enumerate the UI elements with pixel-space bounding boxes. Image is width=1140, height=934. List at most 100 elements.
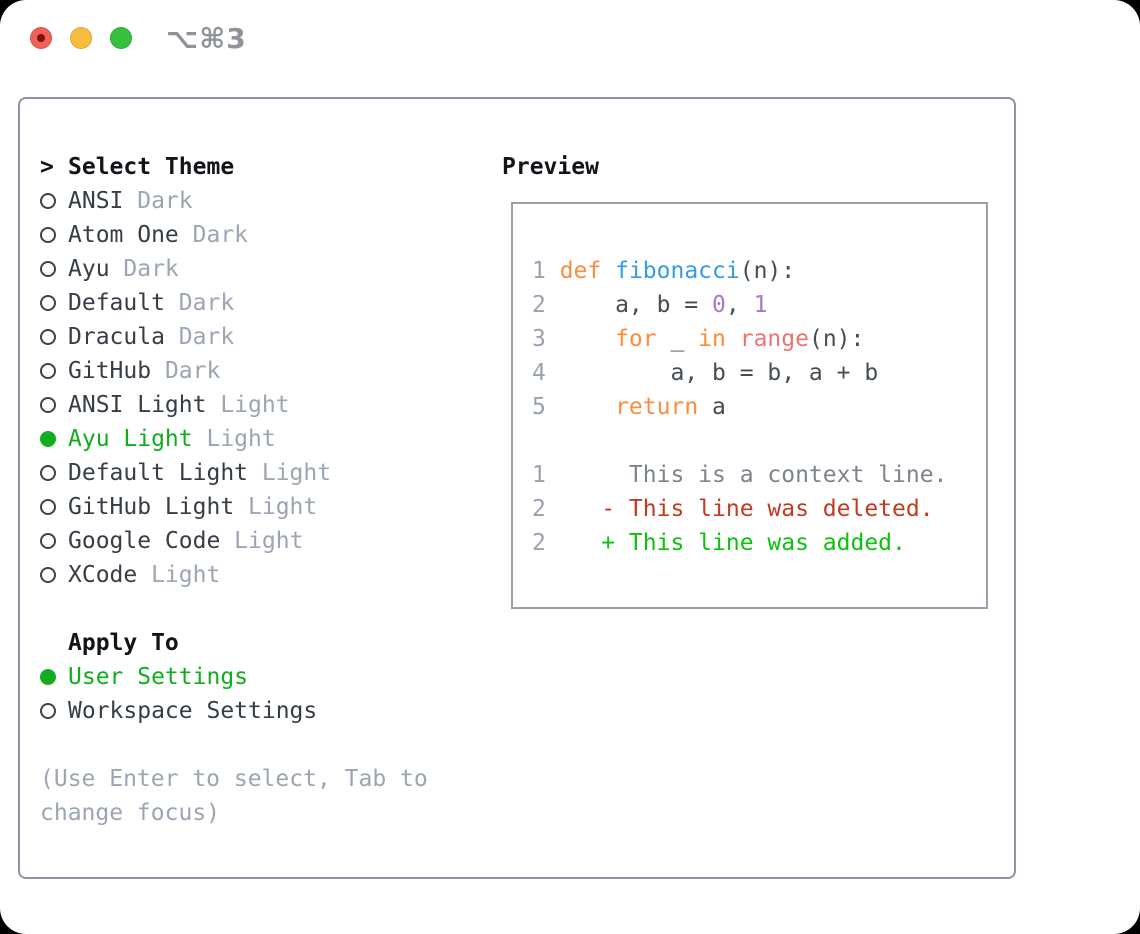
theme-variant: Light bbox=[137, 562, 221, 588]
code-segment-function: fibonacci bbox=[615, 258, 740, 284]
theme-variant: Light bbox=[206, 392, 290, 418]
row-marker bbox=[40, 669, 68, 685]
row-marker bbox=[40, 533, 68, 549]
apply-to-name: User Settings bbox=[68, 664, 249, 690]
theme-option-dracula[interactable]: Dracula Dark bbox=[40, 320, 428, 354]
minimize-button[interactable] bbox=[70, 27, 92, 49]
theme-variant: Light bbox=[234, 494, 318, 520]
line-number: 2 bbox=[532, 530, 546, 556]
theme-name: ANSI bbox=[68, 188, 124, 214]
row-marker bbox=[40, 295, 68, 311]
row-marker bbox=[40, 499, 68, 515]
line-number: 1 bbox=[532, 258, 546, 284]
code-segment-number: 0 bbox=[712, 292, 726, 318]
row-marker bbox=[40, 397, 68, 413]
row-marker bbox=[40, 329, 68, 345]
code-segment-code: , bbox=[725, 292, 754, 318]
theme-name: Dracula bbox=[68, 324, 165, 350]
focus-chevron-icon: > bbox=[40, 154, 54, 180]
theme-option-default-light[interactable]: Default Light Light bbox=[40, 456, 428, 490]
radio-icon bbox=[40, 227, 56, 243]
code-segment-code bbox=[560, 394, 615, 420]
theme-name: Ayu bbox=[68, 256, 110, 282]
hint-text: change focus) bbox=[40, 800, 221, 826]
theme-option-ansi-light[interactable]: ANSI Light Light bbox=[40, 388, 428, 422]
radio-icon bbox=[40, 567, 56, 583]
code-segment-code: (n): bbox=[808, 326, 865, 352]
theme-option-google-code[interactable]: Google Code Light bbox=[40, 524, 428, 558]
code-line: 1 def fibonacci(n): bbox=[532, 254, 947, 288]
row-marker bbox=[40, 363, 68, 379]
preview-title: Preview bbox=[502, 154, 599, 180]
radio-icon bbox=[40, 397, 56, 413]
spacer-row bbox=[40, 728, 428, 762]
code-segment-code bbox=[726, 326, 740, 352]
code-line: 1 This is a context line. bbox=[532, 458, 947, 492]
maximize-button[interactable] bbox=[110, 27, 132, 49]
code-segment-code: _ bbox=[656, 326, 699, 352]
theme-option-atom-one[interactable]: Atom One Dark bbox=[40, 218, 428, 252]
theme-name: GitHub bbox=[68, 358, 152, 384]
theme-variant: Dark bbox=[164, 324, 235, 350]
radio-icon bbox=[40, 329, 56, 345]
code-line: 2 - This line was deleted. bbox=[532, 492, 947, 526]
code-segment-keyword: def bbox=[559, 258, 602, 284]
row-marker bbox=[40, 431, 68, 447]
code-segment-added: + This line was added. bbox=[559, 530, 906, 556]
theme-name: Atom One bbox=[68, 222, 179, 248]
theme-name: XCode bbox=[68, 562, 138, 588]
radio-icon bbox=[40, 261, 56, 277]
hint-text: (Use Enter to select, Tab to bbox=[40, 766, 428, 792]
theme-option-ansi[interactable]: ANSI Dark bbox=[40, 184, 428, 218]
theme-option-github-light[interactable]: GitHub Light Light bbox=[40, 490, 428, 524]
row-marker bbox=[40, 227, 68, 243]
hint-text-line: change focus) bbox=[40, 796, 428, 830]
radio-icon bbox=[40, 363, 56, 379]
radio-icon bbox=[40, 295, 56, 311]
code-line: 4 a, b = b, a + b bbox=[532, 356, 947, 390]
code-segment-number: 1 bbox=[753, 292, 768, 318]
code-segment-keyword: in bbox=[698, 326, 726, 352]
theme-name: GitHub Light bbox=[68, 494, 235, 520]
theme-option-ayu[interactable]: Ayu Dark bbox=[40, 252, 428, 286]
theme-variant: Dark bbox=[178, 222, 249, 248]
theme-variant: Light bbox=[220, 528, 304, 554]
theme-option-github[interactable]: GitHub Dark bbox=[40, 354, 428, 388]
spacer-row bbox=[40, 592, 428, 626]
line-number: 2 bbox=[532, 496, 546, 522]
radio-selected-icon bbox=[40, 669, 56, 685]
code-segment-code bbox=[560, 326, 615, 352]
code-segment-code: a bbox=[698, 394, 726, 420]
line-number: 5 bbox=[532, 394, 546, 420]
code-segment-builtin: range bbox=[739, 326, 809, 352]
code-segment-code: (n): bbox=[739, 258, 796, 284]
theme-option-ayu-light[interactable]: Ayu Light Light bbox=[40, 422, 428, 456]
radio-icon bbox=[40, 499, 56, 515]
theme-name: Ayu Light bbox=[68, 426, 193, 452]
code-segment-code: a, b = bbox=[559, 292, 713, 318]
radio-icon bbox=[40, 465, 56, 481]
theme-name: Default Light bbox=[68, 460, 249, 486]
apply-to-header-row: Apply To bbox=[40, 626, 428, 660]
close-dot-icon bbox=[37, 34, 45, 42]
row-marker: > bbox=[40, 150, 68, 184]
theme-option-xcode[interactable]: XCode Light bbox=[40, 558, 428, 592]
apply-option-user-settings[interactable]: User Settings bbox=[40, 660, 428, 694]
theme-variant: Light bbox=[248, 460, 332, 486]
theme-variant: Dark bbox=[109, 256, 179, 282]
row-marker bbox=[40, 703, 68, 719]
code-segment-code bbox=[601, 258, 615, 284]
theme-list-header-row: >Select Theme bbox=[40, 150, 428, 184]
titlebar: ⌥⌘3 bbox=[0, 0, 1140, 76]
theme-option-default[interactable]: Default Dark bbox=[40, 286, 428, 320]
code-line: 5 return a bbox=[532, 390, 947, 424]
theme-variant: Light bbox=[192, 426, 276, 452]
code-line bbox=[532, 424, 947, 458]
close-button[interactable] bbox=[30, 27, 52, 49]
apply-option-workspace-settings[interactable]: Workspace Settings bbox=[40, 694, 428, 728]
row-marker bbox=[40, 465, 68, 481]
